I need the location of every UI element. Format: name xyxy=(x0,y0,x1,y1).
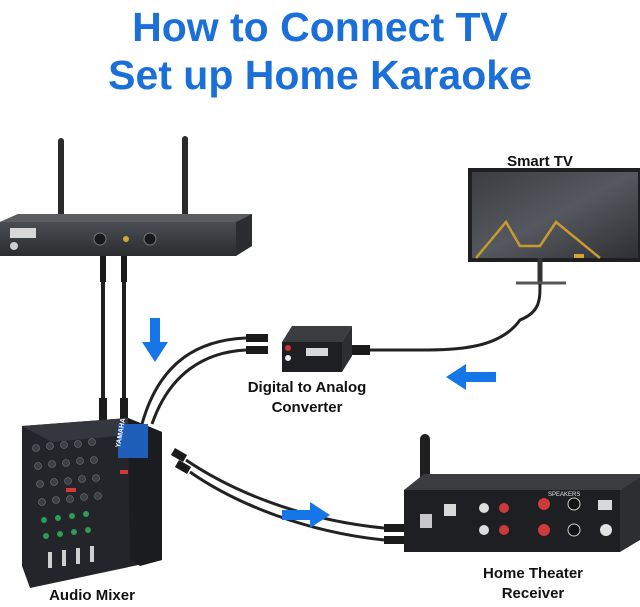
label-audio-mixer: Audio Mixer xyxy=(49,587,135,604)
tv-to-converter-cable xyxy=(346,283,542,355)
converter-to-mixer-cables xyxy=(140,334,268,425)
wireless-mic-receiver xyxy=(0,136,252,256)
arrow-down-icon xyxy=(142,318,168,362)
mixer-to-receiver-cables xyxy=(170,448,406,544)
receiver-to-mixer-cables xyxy=(99,256,128,422)
title-line-1: How to Connect TV xyxy=(132,4,508,50)
label-smart-tv: Smart TV xyxy=(507,153,573,170)
label-converter-line-2: Converter xyxy=(271,399,343,416)
home-theater-receiver: SPEAKERS xyxy=(404,434,640,552)
title-line-2: Set up Home Karaoke xyxy=(108,52,532,98)
receiver-speakers-label: SPEAKERS xyxy=(548,492,580,498)
smart-tv xyxy=(468,168,640,285)
label-receiver-line-1: Home Theater xyxy=(482,565,584,582)
arrow-left-icon xyxy=(446,364,496,390)
digital-to-analog-converter xyxy=(282,326,352,372)
label-receiver-line-2: Receiver xyxy=(501,585,565,602)
audio-mixer: YAMAHA xyxy=(22,418,162,588)
arrow-right-icon xyxy=(282,502,330,528)
label-converter-line-1: Digital to Analog xyxy=(247,379,367,396)
